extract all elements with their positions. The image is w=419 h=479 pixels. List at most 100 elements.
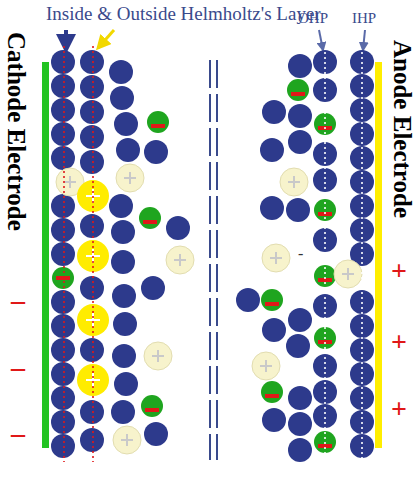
- solvent-molecule: [51, 146, 75, 170]
- solvent-molecule: [109, 194, 133, 218]
- diagram-title: Inside & Outside Helmholtz's Layer: [46, 3, 321, 25]
- solvent-molecule: [51, 386, 75, 410]
- minus-symbol: [151, 124, 165, 128]
- solvent-molecule: [51, 290, 75, 314]
- solvent-molecule: [112, 344, 136, 368]
- anion: [147, 111, 169, 133]
- break-line: [209, 60, 211, 460]
- ohp-line: [92, 46, 94, 462]
- anion: [287, 79, 309, 101]
- solvent-molecules: [236, 50, 374, 462]
- solvent-molecule: [260, 196, 284, 220]
- ihp-line: [361, 52, 363, 460]
- solvent-molecule: [288, 104, 312, 128]
- solvated-cation: [262, 244, 290, 272]
- plus-symbol: [260, 360, 272, 372]
- break-line: [216, 60, 218, 460]
- solvent-molecule: [288, 308, 312, 332]
- minus-symbol: [265, 302, 279, 306]
- minus-symbol: [56, 276, 70, 280]
- solvent-molecule: [144, 422, 168, 446]
- solvent-molecule: [288, 54, 312, 78]
- plus-symbol: [152, 350, 164, 362]
- solvent-molecule: [286, 334, 310, 358]
- charge-sign: +: [391, 393, 407, 425]
- plus-symbol: [174, 254, 186, 266]
- solvated-cation: [113, 426, 141, 454]
- anions: [261, 79, 336, 453]
- charge-sign: +: [391, 255, 407, 287]
- solvent-molecule: [288, 438, 312, 462]
- ihp-line: [63, 46, 65, 462]
- solvent-molecule: [111, 400, 135, 424]
- minus-symbol: [291, 92, 305, 96]
- charge-sign: +: [391, 326, 407, 358]
- anions: [52, 111, 169, 417]
- cations: [56, 164, 194, 454]
- solvent-molecule: [111, 250, 135, 274]
- solvent-molecule: [51, 98, 75, 122]
- plus-symbol: [64, 176, 76, 188]
- solvent-molecule: [80, 276, 104, 300]
- cations: [252, 168, 362, 380]
- solvent-molecule: [262, 318, 286, 342]
- plus-symbol: [124, 172, 136, 184]
- solvent-molecule: [80, 428, 104, 452]
- solvent-molecule: [286, 198, 310, 222]
- solvent-molecule: [114, 112, 138, 136]
- solvent-molecule: [144, 140, 168, 164]
- solvent-molecule: [262, 408, 286, 432]
- plus-symbol: [288, 176, 300, 188]
- solvent-molecule: [80, 400, 104, 424]
- plus-symbol: [86, 373, 100, 387]
- anion: [261, 289, 283, 311]
- solvent-molecule: [166, 216, 190, 240]
- solvent-molecule: [80, 100, 104, 124]
- solvent-molecule: [51, 122, 75, 146]
- solvent-molecule: [51, 434, 75, 458]
- solvent-molecule: [51, 242, 75, 266]
- pointer-arrow: [319, 30, 323, 50]
- solvent-molecule: [262, 100, 286, 124]
- solvent-molecule: [51, 338, 75, 362]
- cathode-bar: [42, 62, 49, 448]
- anion: [52, 267, 74, 289]
- anion: [139, 207, 161, 229]
- solvent-molecule: [51, 314, 75, 338]
- pointer-arrow: [363, 30, 365, 50]
- minus-symbol: [143, 220, 157, 224]
- electrode-label: Cathode Electrode: [2, 32, 31, 231]
- minus-symbol: [265, 394, 279, 398]
- solvent-molecule: [288, 130, 312, 154]
- plane-label: IHP: [352, 9, 376, 28]
- plus-symbol: [121, 434, 133, 446]
- solvent-molecule: [114, 372, 138, 396]
- pointer-arrow: [98, 30, 114, 48]
- solvent-molecule: [109, 60, 133, 84]
- solvated-cation: [166, 246, 194, 274]
- solvent-molecule: [51, 410, 75, 434]
- plus-symbol: [86, 313, 100, 327]
- charge-sign: –: [11, 284, 25, 316]
- charge-sign: –: [11, 351, 25, 383]
- anion: [261, 381, 283, 403]
- charge-sign: -: [296, 244, 305, 264]
- anion: [141, 395, 163, 417]
- solvated-cation: [334, 260, 362, 288]
- solvent-molecule: [236, 288, 260, 312]
- solvent-molecule: [51, 362, 75, 386]
- solvent-molecule: [110, 86, 134, 110]
- solvent-molecule: [111, 220, 135, 244]
- solvent-molecule: [80, 150, 104, 174]
- electrode-label: Anode Electrode: [388, 40, 417, 218]
- solvent-molecule: [51, 50, 75, 74]
- plus-symbol: [270, 252, 282, 264]
- solvated-cation: [144, 342, 172, 370]
- ohp-line: [324, 52, 326, 460]
- plane-label: OHP: [298, 9, 328, 28]
- solvated-cation: [116, 164, 144, 192]
- minus-symbol: [145, 408, 159, 412]
- solvent-molecule: [80, 214, 104, 238]
- solvent-molecule: [288, 412, 312, 436]
